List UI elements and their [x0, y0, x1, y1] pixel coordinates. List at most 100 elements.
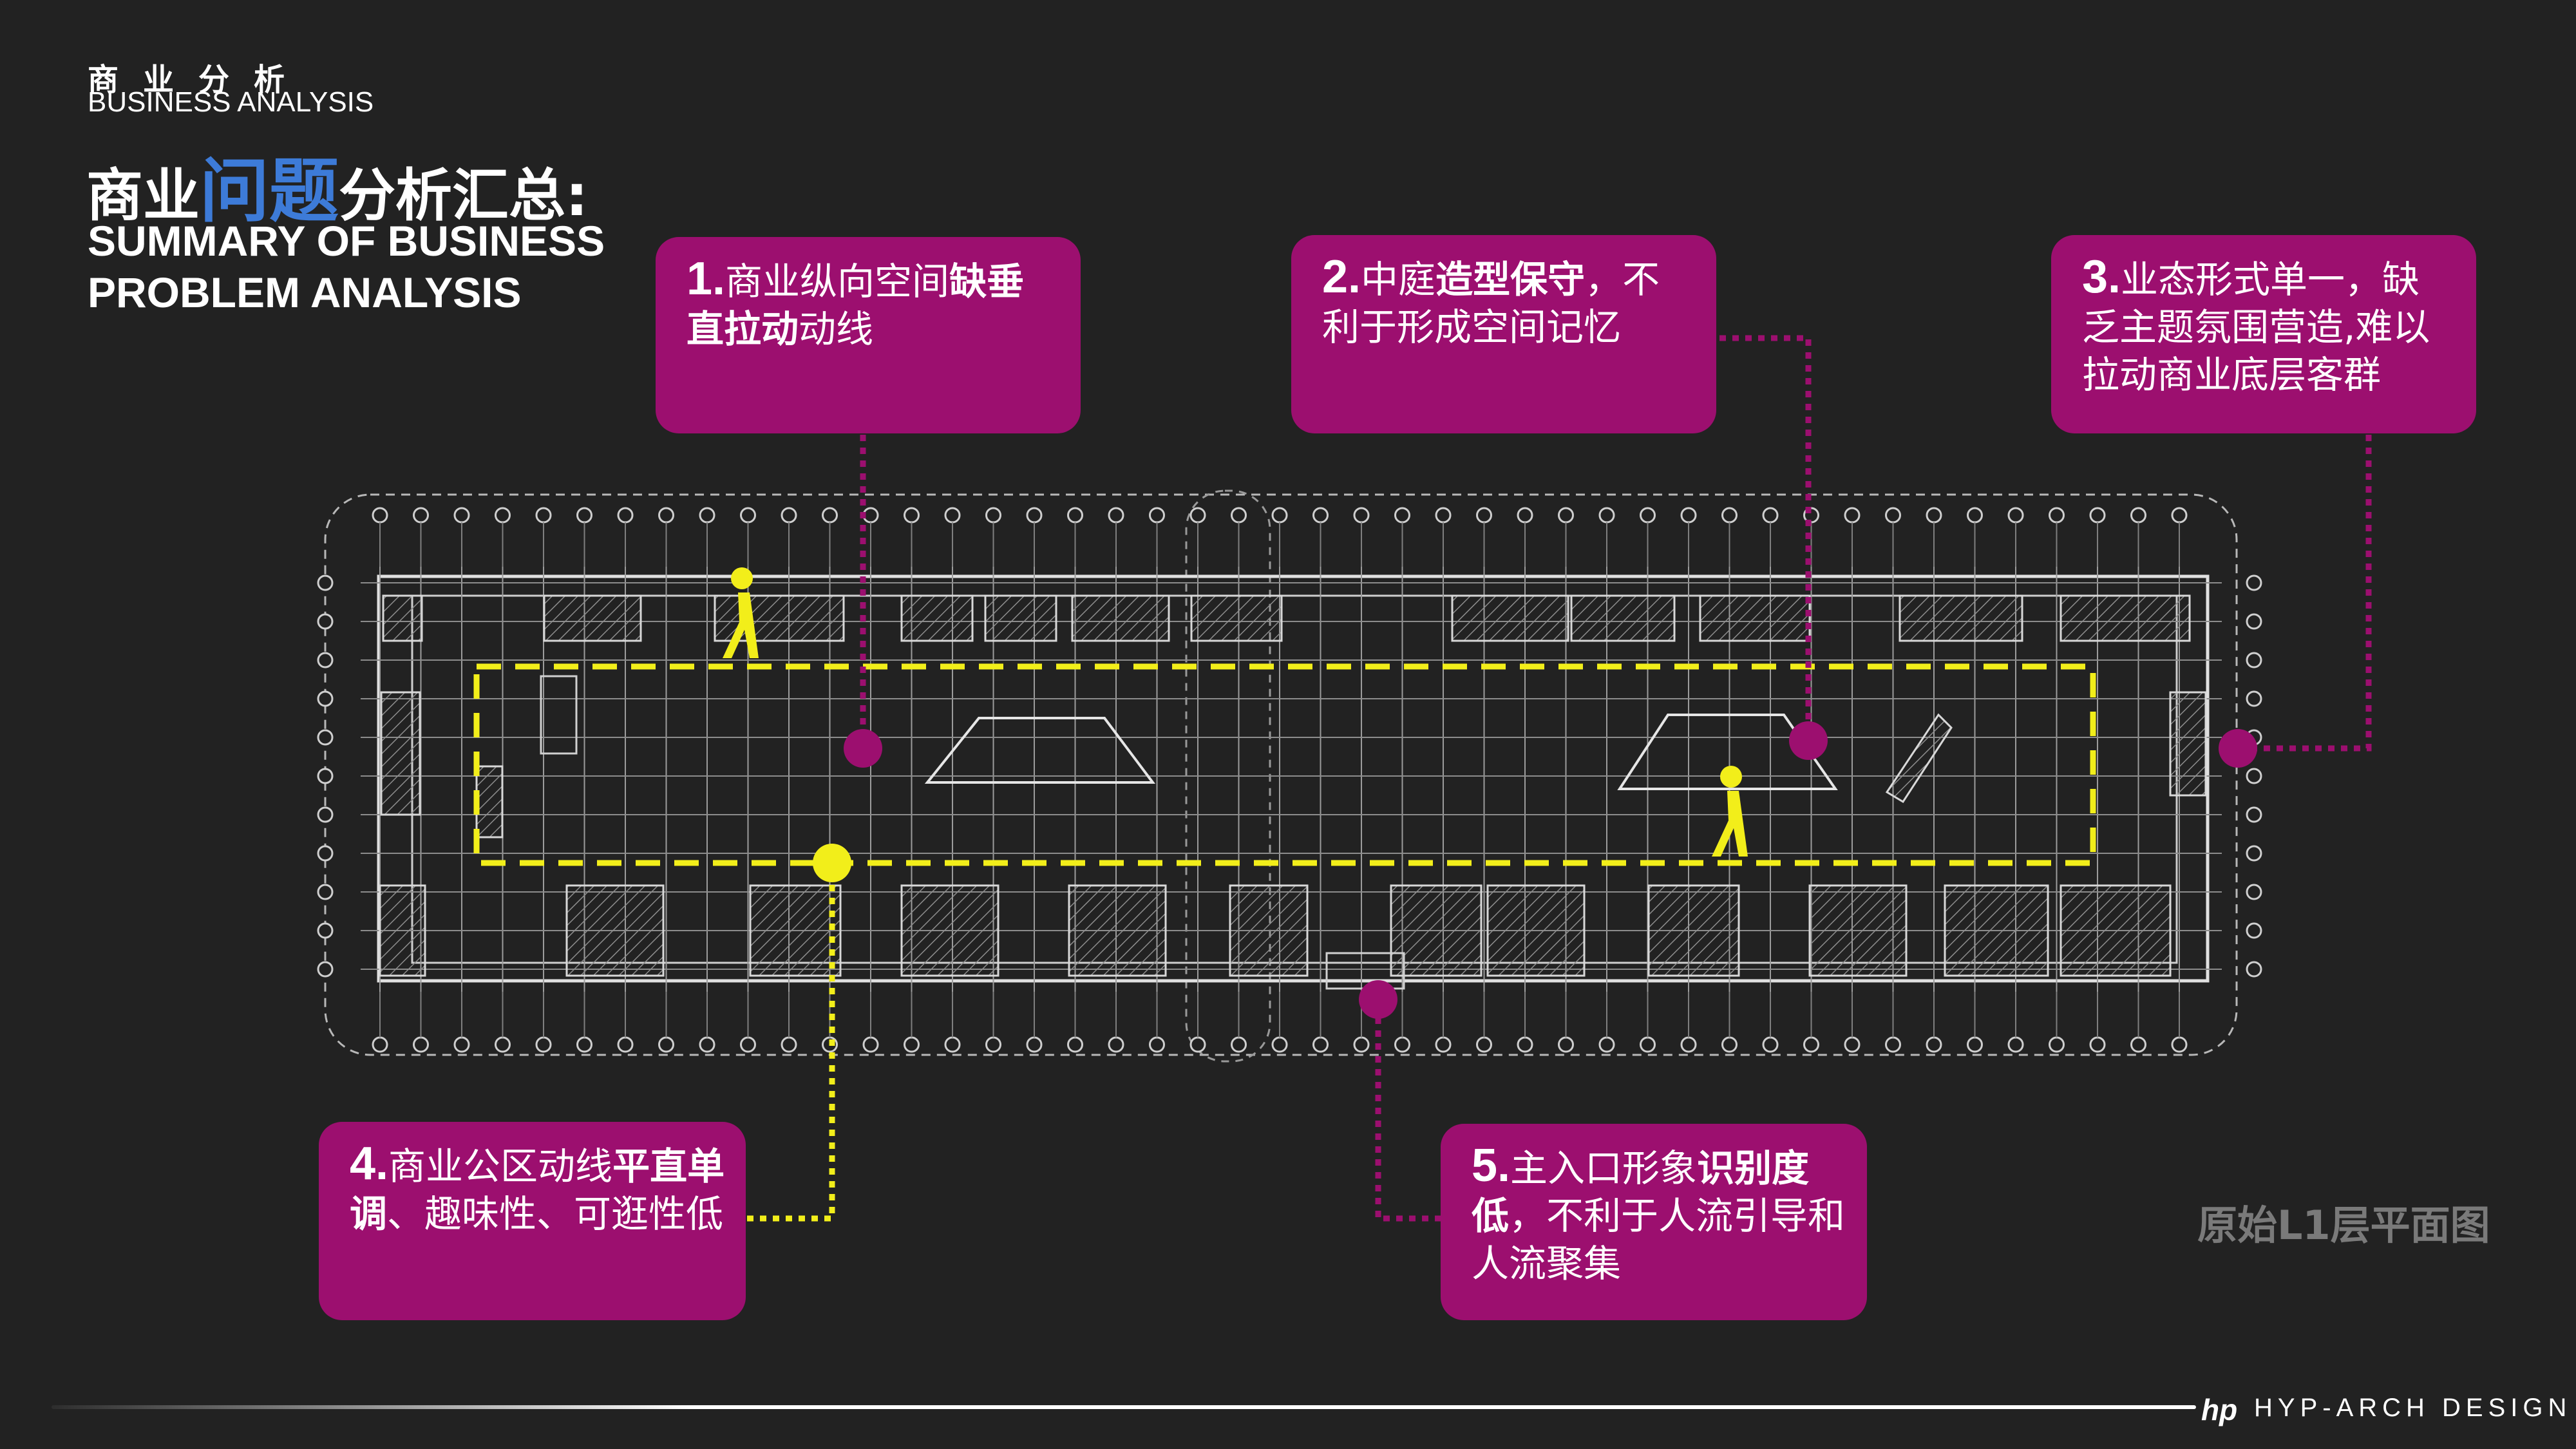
axis-bubble — [2089, 507, 2106, 524]
axis-bubble — [576, 507, 592, 524]
axis-bubble — [1640, 507, 1656, 524]
shop-block — [1229, 884, 1309, 977]
callout-5: 5.主入口形象识别度低，不利于人流引导和人流聚集 — [1441, 1124, 1867, 1320]
axis-bubble — [904, 507, 920, 524]
axis-bubble — [317, 845, 334, 862]
axis-bubble — [1108, 507, 1124, 524]
axis-bubble — [317, 961, 334, 978]
axis-bubble — [1312, 1036, 1329, 1053]
axis-bubble — [453, 1036, 470, 1053]
axis-bubble — [1844, 507, 1861, 524]
shop-block — [1190, 594, 1283, 642]
axis-bubble — [1762, 1036, 1779, 1053]
axis-bubble — [740, 507, 756, 524]
axis-bubble — [495, 507, 511, 524]
callout-text: 中庭 — [1361, 258, 1436, 301]
axis-bubble — [317, 652, 334, 668]
shop-block — [2060, 594, 2191, 642]
axis-bubble — [2246, 845, 2262, 862]
axis-bubble — [2171, 507, 2188, 524]
axis-bubble — [1189, 1036, 1206, 1053]
axis-bubble — [944, 1036, 961, 1053]
shop-block — [2169, 691, 2207, 797]
shop-block — [2060, 884, 2172, 977]
axis-bubble — [1435, 1036, 1452, 1053]
axis-bubble — [1598, 1036, 1615, 1053]
axis-bubble — [1108, 1036, 1124, 1053]
shop-block — [1486, 884, 1586, 977]
axis-bubble — [1312, 507, 1329, 524]
axis-bubble — [1231, 507, 1247, 524]
page-subtitle-line-2: PROBLEM ANALYSIS — [88, 269, 522, 316]
shop-block — [1390, 884, 1482, 977]
axis-bubble — [1435, 507, 1452, 524]
axis-bubble — [2007, 507, 2024, 524]
core-room — [540, 675, 578, 755]
axis-bubble — [1721, 507, 1738, 524]
axis-bubble — [699, 1036, 715, 1053]
axis-bubble — [1067, 1036, 1083, 1053]
axis-bubble — [1476, 1036, 1492, 1053]
callout-number: 3. — [2082, 251, 2121, 303]
circulation-loop — [473, 663, 2096, 866]
shop-block — [1451, 594, 1569, 642]
callout-text: ，不利于形成空间记忆 — [1322, 258, 1660, 349]
axis-bubble — [2246, 768, 2262, 784]
axis-bubble — [535, 1036, 552, 1053]
axis-bubble — [1271, 507, 1288, 524]
shop-block — [565, 884, 665, 977]
axis-bubble — [1640, 1036, 1656, 1053]
connector-3 — [2240, 435, 2372, 752]
shop-block — [379, 884, 426, 977]
axis-bubble — [985, 1036, 1001, 1053]
axis-bubble — [781, 507, 797, 524]
axis-bubble — [1967, 1036, 1983, 1053]
axis-bubble — [453, 507, 470, 524]
callout-4: 4.商业公区动线平直单调、趣味性、可逛性低 — [319, 1122, 746, 1320]
callout-number: 5. — [1472, 1140, 1511, 1191]
callout-emphasis: 平直单调 — [350, 1144, 725, 1236]
callout-text: 主入口形象 — [1510, 1146, 1698, 1190]
title-suffix: 分析汇总: — [339, 162, 589, 229]
axis-bubble — [617, 1036, 634, 1053]
axis-bubble — [1598, 507, 1615, 524]
axis-bubble — [781, 1036, 797, 1053]
callout-emphasis: 缺垂直拉动 — [687, 260, 1025, 351]
shop-block — [1071, 594, 1170, 642]
axis-bubble — [372, 507, 388, 524]
axis-bubble — [1558, 1036, 1574, 1053]
callout-1: 1.商业纵向空间缺垂直拉动动线 — [656, 237, 1081, 433]
axis-bubble — [2246, 922, 2262, 939]
shop-block — [1647, 884, 1740, 977]
callout-text: 、趣味性、可逛性低 — [387, 1192, 724, 1236]
axis-bubble — [2246, 806, 2262, 823]
axis-bubble — [2130, 1036, 2146, 1053]
axis-bubble — [317, 922, 334, 939]
callout-text: 动线 — [799, 307, 874, 351]
shop-block — [900, 594, 974, 642]
axis-bubble — [1067, 507, 1083, 524]
problem-marker-1 — [844, 729, 882, 768]
shop-block — [1570, 594, 1676, 642]
callout-number: 1. — [687, 253, 726, 305]
axis-bubble — [658, 507, 674, 524]
shop-block — [1808, 884, 1908, 977]
section-label-en: BUSINESS ANALYSIS — [88, 86, 374, 118]
title-highlight: 问题 — [200, 151, 339, 232]
shop-block — [382, 594, 423, 642]
shop-block — [984, 594, 1057, 642]
axis-bubble — [2049, 507, 2065, 524]
title-prefix: 商业 — [86, 162, 200, 229]
shop-block — [1699, 594, 1811, 642]
axis-bubble — [2246, 574, 2262, 591]
footer-divider — [52, 1405, 2196, 1409]
axis-bubble — [699, 507, 715, 524]
axis-bubble — [317, 884, 334, 900]
axis-bubble — [1721, 1036, 1738, 1053]
axis-bubble — [317, 806, 334, 823]
axis-bubble — [1353, 1036, 1370, 1053]
axis-bubble — [1558, 507, 1574, 524]
floor-plan-drawing — [317, 489, 2262, 1063]
axis-bubble — [904, 1036, 920, 1053]
